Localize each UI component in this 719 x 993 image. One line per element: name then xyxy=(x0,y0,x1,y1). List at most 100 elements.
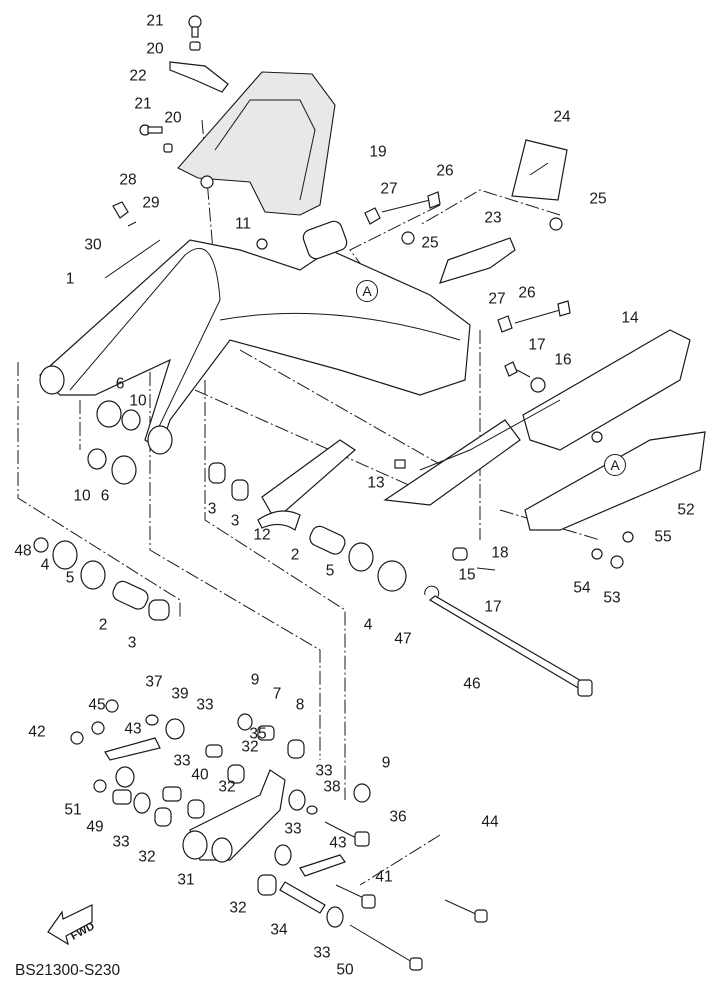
callout-part-25[interactable]: 25 xyxy=(589,190,607,208)
callout-part-33[interactable]: 33 xyxy=(112,833,130,851)
callout-part-30[interactable]: 30 xyxy=(84,236,102,254)
callout-part-6[interactable]: 6 xyxy=(115,375,125,393)
diagram-code: BS21300-S230 xyxy=(15,962,121,979)
callout-part-2[interactable]: 2 xyxy=(290,546,300,564)
callout-part-6[interactable]: 6 xyxy=(100,487,110,505)
callout-part-32[interactable]: 32 xyxy=(241,738,259,756)
reference-marker-a[interactable]: A xyxy=(356,280,378,302)
callout-part-40[interactable]: 40 xyxy=(191,766,209,784)
callout-part-13[interactable]: 13 xyxy=(367,474,385,492)
callout-part-27[interactable]: 27 xyxy=(380,180,398,198)
callout-part-47[interactable]: 47 xyxy=(394,630,412,648)
part-pivot-shaft[interactable] xyxy=(428,595,593,697)
callout-part-25[interactable]: 25 xyxy=(421,234,439,252)
callout-part-53[interactable]: 53 xyxy=(603,589,621,607)
callout-part-10[interactable]: 10 xyxy=(129,392,147,410)
callout-part-4[interactable]: 4 xyxy=(363,616,373,634)
callout-part-23[interactable]: 23 xyxy=(484,209,502,227)
callout-part-32[interactable]: 32 xyxy=(229,899,247,917)
callout-part-49[interactable]: 49 xyxy=(86,818,104,836)
part-bracket[interactable] xyxy=(439,237,516,284)
part-chain-support[interactable] xyxy=(257,439,406,531)
callout-part-5[interactable]: 5 xyxy=(65,569,75,587)
callout-part-8[interactable]: 8 xyxy=(295,696,305,714)
callout-part-54[interactable]: 54 xyxy=(573,579,591,597)
callout-part-33[interactable]: 33 xyxy=(315,762,333,780)
callout-part-44[interactable]: 44 xyxy=(481,813,499,831)
callout-part-42[interactable]: 42 xyxy=(28,723,46,741)
callout-part-37[interactable]: 37 xyxy=(145,673,163,691)
callout-part-27[interactable]: 27 xyxy=(488,290,506,308)
callout-part-22[interactable]: 22 xyxy=(129,67,147,85)
callout-part-33[interactable]: 33 xyxy=(313,944,331,962)
callout-part-36[interactable]: 36 xyxy=(389,808,407,826)
callout-part-7[interactable]: 7 xyxy=(272,685,282,703)
callout-part-20[interactable]: 20 xyxy=(164,109,182,127)
callout-part-14[interactable]: 14 xyxy=(621,309,639,327)
callout-part-15[interactable]: 15 xyxy=(458,566,476,584)
callout-part-26[interactable]: 26 xyxy=(518,284,536,302)
callout-part-2[interactable]: 2 xyxy=(98,616,108,634)
callout-part-5[interactable]: 5 xyxy=(325,562,335,580)
callout-part-55[interactable]: 55 xyxy=(654,528,672,546)
part-bolts-right[interactable] xyxy=(364,191,571,333)
callout-part-46[interactable]: 46 xyxy=(463,675,481,693)
callout-part-1[interactable]: 1 xyxy=(65,270,75,288)
part-chain-adjuster[interactable] xyxy=(104,201,161,279)
callout-part-9[interactable]: 9 xyxy=(381,754,391,772)
part-plate[interactable] xyxy=(511,139,568,201)
callout-part-17[interactable]: 17 xyxy=(528,336,546,354)
part-bolts-top[interactable] xyxy=(139,15,229,189)
callout-part-11[interactable]: 11 xyxy=(234,215,252,233)
callout-part-50[interactable]: 50 xyxy=(336,961,354,979)
callout-part-43[interactable]: 43 xyxy=(124,720,142,738)
callout-part-48[interactable]: 48 xyxy=(14,542,32,560)
callout-part-32[interactable]: 32 xyxy=(218,778,236,796)
callout-part-51[interactable]: 51 xyxy=(64,801,82,819)
part-link-small-parts[interactable] xyxy=(70,699,488,971)
callout-part-28[interactable]: 28 xyxy=(119,171,137,189)
reference-marker-a[interactable]: A xyxy=(604,454,626,476)
callout-part-29[interactable]: 29 xyxy=(142,194,160,212)
callout-part-35[interactable]: 35 xyxy=(249,725,267,743)
callout-part-41[interactable]: 41 xyxy=(375,868,393,886)
part-bearings-3[interactable] xyxy=(148,462,249,621)
callout-part-33[interactable]: 33 xyxy=(284,820,302,838)
part-damper-bolt[interactable] xyxy=(504,361,546,393)
part-seals-left[interactable] xyxy=(87,400,141,485)
part-relay-arm[interactable] xyxy=(182,769,286,863)
callout-part-45[interactable]: 45 xyxy=(88,696,106,714)
callout-part-31[interactable]: 31 xyxy=(177,871,195,889)
callout-part-9[interactable]: 9 xyxy=(250,671,260,689)
callout-part-21[interactable]: 21 xyxy=(146,12,164,30)
part-mudguard[interactable] xyxy=(177,71,336,216)
callout-part-16[interactable]: 16 xyxy=(554,351,572,369)
part-pivot-stack-right[interactable] xyxy=(307,524,496,601)
callout-part-39[interactable]: 39 xyxy=(171,685,189,703)
callout-part-4[interactable]: 4 xyxy=(40,556,50,574)
callout-part-10[interactable]: 10 xyxy=(73,487,91,505)
callout-part-24[interactable]: 24 xyxy=(553,108,571,126)
callout-part-17[interactable]: 17 xyxy=(484,598,502,616)
callout-part-43[interactable]: 43 xyxy=(329,834,347,852)
callout-part-32[interactable]: 32 xyxy=(138,848,156,866)
callout-part-3[interactable]: 3 xyxy=(230,512,240,530)
callout-part-3[interactable]: 3 xyxy=(207,500,217,518)
part-chain-guard[interactable] xyxy=(524,431,706,531)
callout-part-3[interactable]: 3 xyxy=(127,634,137,652)
callout-part-20[interactable]: 20 xyxy=(146,40,164,58)
callout-part-52[interactable]: 52 xyxy=(677,501,695,519)
callout-part-19[interactable]: 19 xyxy=(369,143,387,161)
callout-part-18[interactable]: 18 xyxy=(491,544,509,562)
part-guard-hardware[interactable] xyxy=(591,531,634,569)
callout-part-12[interactable]: 12 xyxy=(253,526,271,544)
part-pivot-stack-left[interactable] xyxy=(33,537,151,612)
callout-part-26[interactable]: 26 xyxy=(436,162,454,180)
callout-part-33[interactable]: 33 xyxy=(196,696,214,714)
callout-part-34[interactable]: 34 xyxy=(270,921,288,939)
callout-part-33[interactable]: 33 xyxy=(173,752,191,770)
callout-part-21[interactable]: 21 xyxy=(134,95,152,113)
callout-part-38[interactable]: 38 xyxy=(323,778,341,796)
part-chain-case[interactable] xyxy=(383,329,691,506)
